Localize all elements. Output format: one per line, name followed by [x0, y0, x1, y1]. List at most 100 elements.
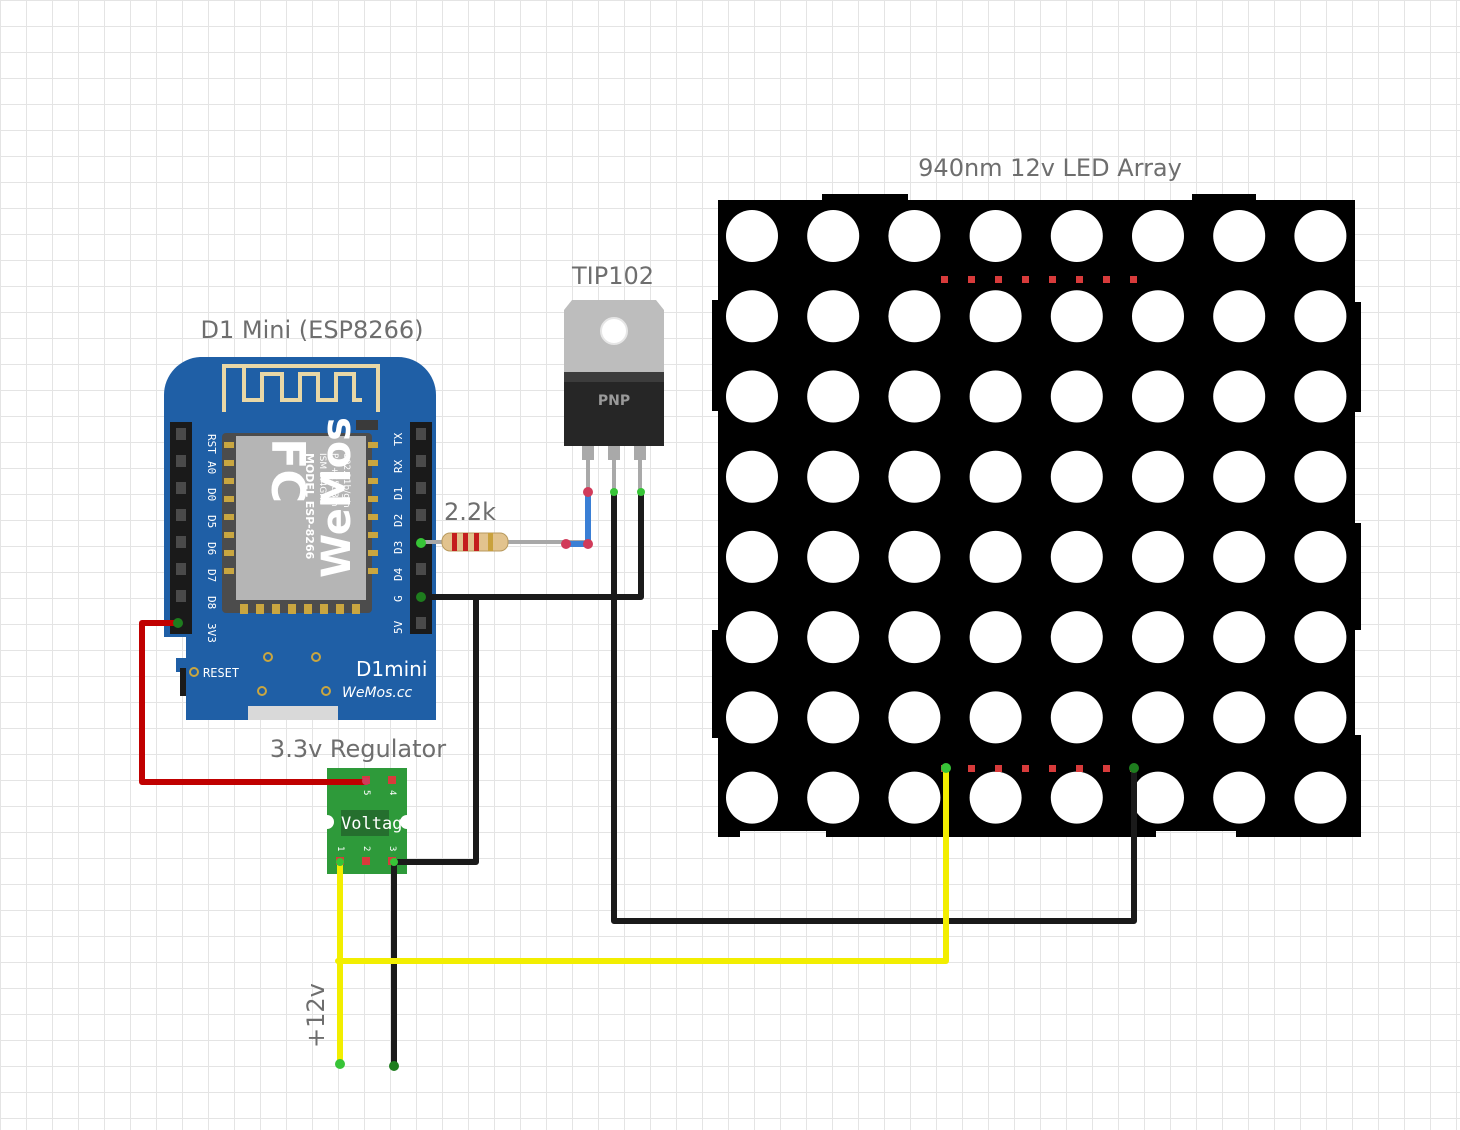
svg-text:A0: A0 — [205, 461, 218, 474]
wire-endpoints — [173, 487, 1139, 1071]
svg-text:D3: D3 — [392, 541, 405, 554]
led-4-2 — [888, 530, 941, 583]
led-6-2 — [888, 691, 941, 744]
svg-text:5V: 5V — [392, 620, 405, 634]
svg-text:D4: D4 — [392, 567, 405, 581]
led-6-6 — [1213, 691, 1266, 744]
led-5-7 — [1294, 611, 1347, 664]
led-1-3 — [969, 290, 1022, 343]
led-indicator — [356, 420, 378, 430]
led-2-1 — [807, 370, 860, 423]
led-0-3 — [969, 210, 1022, 262]
svg-text:G: G — [392, 595, 405, 602]
led-5-5 — [1132, 611, 1184, 664]
svg-text:RX: RX — [392, 459, 405, 473]
svg-text:802.11b/g/n: 802.11b/g/n — [341, 453, 351, 508]
d1-mini-label: D1 Mini (ESP8266) — [201, 316, 424, 344]
led-7-3 — [969, 771, 1022, 824]
led-6-7 — [1294, 691, 1347, 744]
led-0-1 — [807, 210, 860, 262]
svg-text:D6: D6 — [205, 542, 218, 555]
led-0-5 — [1132, 210, 1184, 262]
svg-text:D0: D0 — [205, 488, 218, 501]
svg-text:RST: RST — [205, 434, 218, 454]
regulator-text: Voltag — [341, 814, 402, 834]
led-1-1 — [807, 290, 860, 343]
led-4-0 — [726, 530, 778, 583]
led-array[interactable] — [712, 194, 1361, 837]
led-3-4 — [1050, 450, 1103, 503]
antenna-trace — [222, 364, 380, 412]
left-pin-labels: RST A0 D0 D5 D6 D7 D8 3V3 — [205, 434, 218, 643]
svg-text:D1: D1 — [392, 487, 405, 500]
mounting-hole — [600, 317, 628, 345]
reset-button[interactable] — [180, 668, 186, 696]
led-4-1 — [807, 530, 860, 583]
led-6-1 — [807, 691, 860, 744]
led-0-7 — [1294, 210, 1347, 262]
led-7-6 — [1213, 771, 1266, 824]
wire-12v-led[interactable] — [335, 765, 949, 964]
led-4-7 — [1294, 530, 1347, 583]
fc-logo: FC — [261, 438, 315, 503]
led-6-0 — [726, 691, 778, 744]
board-name: D1mini — [356, 657, 427, 681]
wire-gnd-d1[interactable] — [418, 489, 644, 600]
led-array-pins-top — [941, 276, 1137, 283]
led-4-3 — [969, 530, 1022, 583]
svg-text:D2: D2 — [392, 514, 405, 527]
reset-pad — [189, 667, 199, 677]
svg-text:ISM 2.4GHz: ISM 2.4GHz — [317, 453, 327, 505]
svg-text:4: 4 — [387, 790, 397, 795]
svg-text:2: 2 — [361, 846, 371, 851]
reset-label: RESET — [203, 666, 239, 680]
svg-text:MODEL ESP-8266: MODEL ESP-8266 — [303, 453, 316, 560]
voltage-regulator[interactable]: Voltag 5 4 1 2 3 — [320, 768, 414, 874]
resistor-2k2[interactable] — [425, 532, 585, 552]
resistor-label: 2.2k — [444, 498, 496, 526]
led-7-4 — [1050, 771, 1103, 824]
d1-mini-board[interactable]: FC MODEL ESP-8266 ISM 2.4GHz PA +25dBm 8… — [163, 357, 436, 720]
svg-text:5: 5 — [361, 790, 371, 795]
usb-connector — [248, 706, 338, 720]
header-pins — [176, 428, 426, 629]
led-3-5 — [1132, 450, 1184, 503]
svg-text:3: 3 — [387, 846, 397, 851]
led-5-3 — [969, 611, 1022, 664]
led-1-0 — [726, 290, 778, 343]
svg-text:D5: D5 — [205, 515, 218, 528]
led-7-0 — [726, 771, 778, 824]
power-label: +12v — [302, 983, 330, 1048]
right-pin-labels: TX RX D1 D2 D3 D4 G 5V — [392, 432, 405, 634]
svg-text:3V3: 3V3 — [205, 623, 218, 643]
led-1-2 — [888, 290, 941, 343]
board-holes — [257, 652, 331, 696]
led-6-3 — [969, 691, 1022, 744]
led-4-6 — [1213, 530, 1266, 583]
tip102-transistor[interactable]: PNP — [564, 300, 664, 490]
led-7-2 — [888, 771, 941, 824]
led-6-5 — [1132, 691, 1184, 744]
led-array-body — [712, 194, 1361, 837]
led-7-7 — [1294, 771, 1347, 824]
esp-module-markings: FC MODEL ESP-8266 ISM 2.4GHz PA +25dBm 8… — [261, 417, 360, 578]
led-2-3 — [969, 370, 1022, 423]
wire-gnd-regulator[interactable] — [395, 594, 479, 865]
wire-led-cathode[interactable] — [611, 489, 1137, 924]
esp-module-pads — [224, 442, 378, 614]
led-7-5 — [1132, 771, 1184, 824]
led-1-4 — [1050, 290, 1103, 343]
led-2-0 — [726, 370, 778, 423]
wires — [139, 487, 1139, 1071]
led-5-2 — [888, 611, 941, 664]
led-grid — [726, 210, 1347, 824]
led-3-3 — [969, 450, 1022, 503]
regulator-label: 3.3v Regulator — [270, 735, 446, 763]
transistor-label: TIP102 — [571, 262, 654, 290]
led-5-0 — [726, 611, 778, 664]
svg-text:D7: D7 — [205, 569, 218, 582]
led-5-6 — [1213, 611, 1266, 664]
svg-text:D8: D8 — [205, 596, 218, 609]
led-3-1 — [807, 450, 860, 503]
